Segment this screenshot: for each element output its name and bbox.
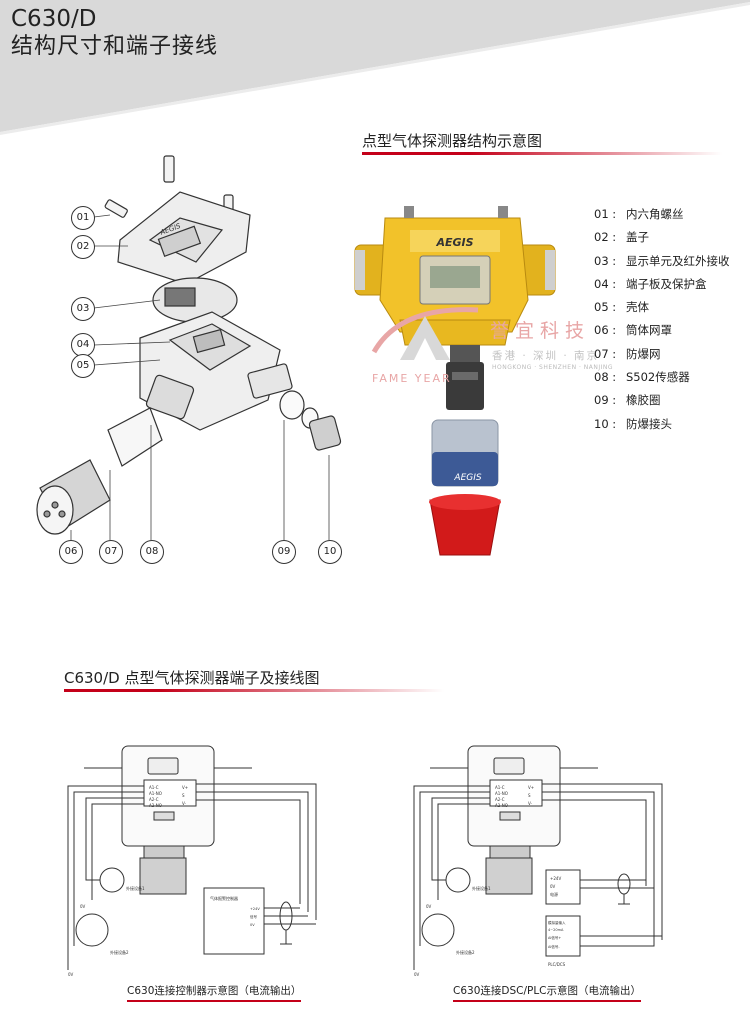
device1-label: 外接设备1 [472,885,491,891]
list-item: 06 :筒体网罩 [594,323,672,338]
mesh-brand-text: AEGIS [453,473,481,483]
terminal-a2-no-label: A2-NO [149,803,162,808]
wiring-diagram-controller: A1-C A1-NO A2-C A2-NO V+ S V- 外接设备1 外接设备… [67,745,317,977]
terminal-a1-c-label: A1-C [149,785,159,790]
terminal-s-label: S [182,793,185,798]
device1-label: 外接设备1 [126,885,145,891]
analog-range-label: 4~20mA [548,928,564,932]
device2-label: 外接设备2 [110,949,129,955]
controller-wiring-caption: C630连接控制器示意图（电流输出） [127,983,302,1002]
watermark-cities-latin: HONGKONG · SHENZHEN · NANJING [492,364,614,371]
terminal-a2-c-label: A2-C [149,797,159,802]
title-block: C630/D 结构尺寸和端子接线 [11,5,218,61]
terminal-v-plus-label: V+ [528,785,534,790]
structure-heading-rule [362,152,722,155]
parts-list: 01 :内六角螺丝 02 :盖子 03 :显示单元及红外接收 04 :端子板及保… [594,206,744,439]
callout-05: 05 [71,354,95,378]
power-supply-label: 电源 [550,891,558,897]
controller-box-label: 气体报警控制器 [210,895,238,901]
terminal-v-minus-label: V- [528,801,533,806]
watermark-logo [371,307,479,360]
terminal-a1-no-label: A1-NO [495,791,508,796]
analog-input-label: 模拟量输入 [548,920,566,925]
wiring-heading: C630/D 点型气体探测器端子及接线图 [64,669,320,687]
plc-wiring-caption: C630连接DSC/PLC示意图（电流输出） [453,983,642,1002]
zero-v-label-2: 0V [414,972,420,977]
wiring-diagram-plc: A1-C A1-NO A2-C A2-NO V+ S V- 外接设备1 外接设备… [413,745,663,977]
watermark: 誉宜科技 香港 · 深圳 · 南京 HONGKONG · SHENZHEN · … [360,300,680,390]
header-band [0,0,750,135]
housing-brand-text: AEGIS [435,236,473,249]
watermark-name: 誉宜科技 [490,320,591,342]
model-title: C630/D [11,6,97,32]
controller-terminal-0v: 0V [250,923,255,927]
power-0v-label: 0V [550,884,556,889]
list-item: 01 :内六角螺丝 [594,207,684,221]
watermark-cities: 香港 · 深圳 · 南京 [492,350,600,362]
page-title: 结构尺寸和端子接线 [11,34,219,59]
list-item: 07 :防爆网 [594,346,661,361]
zero-v-label-1: 0V [80,904,86,909]
callout-07: 07 [99,540,123,564]
list-item: 03 :显示单元及红外接收 [594,253,730,268]
controller-terminal-24v: +24V [250,907,260,911]
watermark-brand: FAME YEAR [372,372,452,385]
terminal-v-minus-label: V- [182,801,187,806]
list-item: 08 :S502传感器 [594,370,690,385]
ai-minus-label: AI信号- [548,944,560,949]
terminal-a2-c-label: A2-C [495,797,505,802]
callout-09: 09 [272,540,296,564]
callout-02: 02 [71,235,95,259]
callout-03: 03 [71,297,95,321]
callout-08: 08 [140,540,164,564]
list-item: 02 :盖子 [594,230,649,245]
list-item: 05 :壳体 [594,300,649,315]
controller-terminal-signal: 信号 [250,914,258,919]
wiring-heading-rule [64,689,444,692]
detector-photo: AEGIS AEGIS [354,206,556,556]
terminal-v-plus-label: V+ [182,785,188,790]
zero-v-label-1: 0V [426,904,432,909]
power-24v-label: +24V [550,876,561,881]
exploded-view-drawing: AEGIS [36,155,342,540]
terminal-a1-c-label: A1-C [495,785,505,790]
callout-06: 06 [59,540,83,564]
device2-label: 外接设备2 [456,949,475,955]
plc-dcs-label: PLC/DCS [548,962,566,967]
structure-heading: 点型气体探测器结构示意图 [362,132,543,150]
terminal-a1-no-label: A1-NO [149,791,162,796]
callout-01: 01 [71,206,95,230]
terminal-a2-no-label: A2-NO [495,803,508,808]
callout-04: 04 [71,333,95,357]
list-item: 04 :端子板及保护盒 [594,276,707,291]
callout-10: 10 [318,540,342,564]
list-item: 09 :橡胶圈 [594,393,661,408]
list-item: 10 :防爆接头 [594,416,672,431]
zero-v-label-2: 0V [68,972,74,977]
terminal-s-label: S [528,793,531,798]
ai-plus-label: AI信号+ [548,935,561,940]
